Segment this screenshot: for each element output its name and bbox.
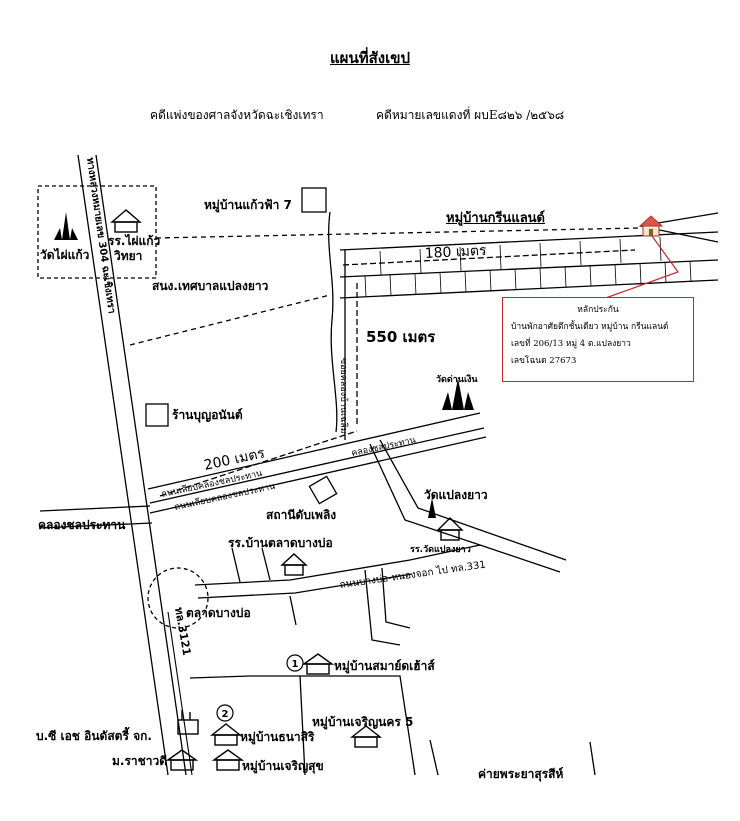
callout-heading: หลักประกัน	[577, 305, 619, 315]
school-icon-plaeng-yao	[436, 517, 464, 541]
building-icons	[110, 209, 464, 771]
shop-label: ร้านบุญอนันต์	[172, 408, 243, 422]
branch-4	[364, 569, 401, 646]
dist-180-line	[342, 249, 636, 266]
wat-dan-ngoen-label: วัดด่านเงิน	[436, 375, 478, 385]
village-smart-house-label: หมู่บ้านสมาย์ดเฮ้าส์	[334, 659, 435, 673]
village-kaew-fa-box	[301, 187, 327, 213]
village-kaew-fa-label: หมู่บ้านแก้วฟ้า 7	[204, 198, 292, 212]
village-thanasiri-label: หมู่บ้านธนาสิริ	[240, 730, 315, 744]
fire-station-label: สถานีดับเพลิง	[266, 508, 337, 522]
temple-icon-plaeng-yao	[428, 498, 436, 518]
road-to-331-label: ถนนบางบ่อ-หนองจอก ไป ทล.331	[339, 559, 487, 591]
house-icon-university	[165, 749, 199, 771]
camp-label: ค่ายพระยาสุรสีห์	[478, 767, 564, 781]
canal-road-b	[149, 427, 485, 504]
road-to-331-a	[369, 443, 561, 573]
lower-road-a	[189, 675, 416, 776]
callout-line-1: บ้านพักอาศัยตึกชั้นเดียว หมู่บ้าน กรีนแล…	[511, 322, 669, 332]
highway-304-edge-b	[95, 154, 187, 776]
canal-left-a	[39, 505, 151, 512]
branch-5	[381, 567, 411, 629]
branch-3	[289, 595, 297, 626]
school-phai-kaew-label-1: รร.ไผ่แก้ว	[108, 234, 161, 248]
callout-line-2: เลขที่ 206/13 หมู่ 4 ต.แปลงยาว	[511, 339, 631, 349]
canal-left-b	[39, 522, 153, 529]
greenland-road-bottom	[339, 279, 719, 299]
house-icon-charoen-nakorn	[349, 725, 383, 748]
market-label: ตลาดบางบ่อ	[186, 606, 251, 620]
bangbo-road-b	[197, 573, 413, 599]
fire-station-box	[308, 475, 338, 505]
collateral-callout: หลักประกัน บ้านพักอาศัยตึกชั้นเดียว หมู่…	[502, 297, 694, 382]
school-plaeng-yao-label: รร.วัดแปลงยาว	[410, 545, 471, 555]
number-circle-2	[216, 704, 234, 722]
wat-plaeng-yao-label: วัดแปลงยาว	[424, 488, 488, 502]
house-icon-charoen-suk	[211, 749, 245, 771]
soi-road-label: ซอยคลองบ้านเฉลิม	[338, 358, 349, 434]
wat-phai-kaew-label: วัดไผ่แก้ว	[40, 248, 90, 262]
case-number: คดีหมายเลขแดงที่ ผบE๘๒๖ /๒๕๖๘	[376, 108, 565, 122]
lower-road-b	[299, 675, 306, 776]
temple-icon-phai-kaew	[62, 212, 70, 240]
case-court: คดีแพ่งของศาลจังหวัดฉะเชิงเทรา	[150, 108, 324, 122]
dashed-route-top	[155, 227, 641, 239]
school-icon-phai-kaew	[110, 209, 142, 233]
greenland-road-mid	[339, 259, 719, 278]
lower-road-d	[589, 741, 596, 776]
greenland-road-top	[339, 231, 719, 251]
village-charoen-nakorn-label: หมู่บ้านเจริญนคร 5	[312, 715, 414, 729]
canal-left-label: คลองชลประทาน	[38, 518, 126, 532]
company-label: บ.ซี เอช อินดัสตรี้ จก.	[36, 729, 152, 743]
house-icon-smart	[301, 653, 335, 675]
callout-leader-line	[599, 235, 679, 301]
number-circle-1	[286, 654, 304, 672]
school-icon-talat	[280, 553, 308, 576]
market-circle	[147, 567, 209, 629]
canal-road-a	[147, 412, 481, 490]
branch-1	[231, 547, 241, 583]
map-title: แผนที่สังเขป	[330, 49, 410, 67]
highway-304-edge-a	[77, 154, 169, 776]
lower-road-c	[429, 739, 439, 776]
temple-area-box	[37, 185, 157, 279]
soi-road-west	[328, 211, 338, 433]
dist-550-label: 550 เมตร	[366, 328, 436, 346]
red-house-icon	[638, 215, 664, 237]
plot-dividers	[364, 236, 692, 298]
village-charoen-suk-label: หมู่บ้านเจริญสุข	[242, 759, 324, 773]
village-green-land-label: หมู่บ้านกรีนแลนด์	[446, 211, 545, 226]
temple-icon-dan-ngoen	[452, 378, 464, 410]
shop-box	[145, 403, 169, 427]
dist-180-label: 180 เมตร	[424, 243, 487, 262]
bangbo-road-a	[194, 544, 481, 586]
dashed-municipality	[129, 294, 331, 346]
branch-2	[261, 547, 271, 581]
house-icon-thanasiri	[209, 723, 243, 746]
temple-icons	[54, 212, 474, 518]
school-talat-label: รร.บ้านตลาดบางบ่อ	[228, 536, 333, 550]
municipality-label: สนง.เทศบาลแปลงยาว	[152, 279, 269, 293]
school-phai-kaew-label-2: วิทยา	[114, 249, 143, 263]
route-3121-edge	[167, 611, 193, 776]
number-1: 1	[292, 659, 299, 670]
canal-road-c	[149, 436, 487, 514]
factory-icon	[177, 710, 199, 735]
number-2: 2	[222, 709, 229, 720]
university-label: ม.ราชาวดี	[112, 754, 168, 768]
callout-line-3: เลขโฉนด 27673	[511, 356, 577, 366]
